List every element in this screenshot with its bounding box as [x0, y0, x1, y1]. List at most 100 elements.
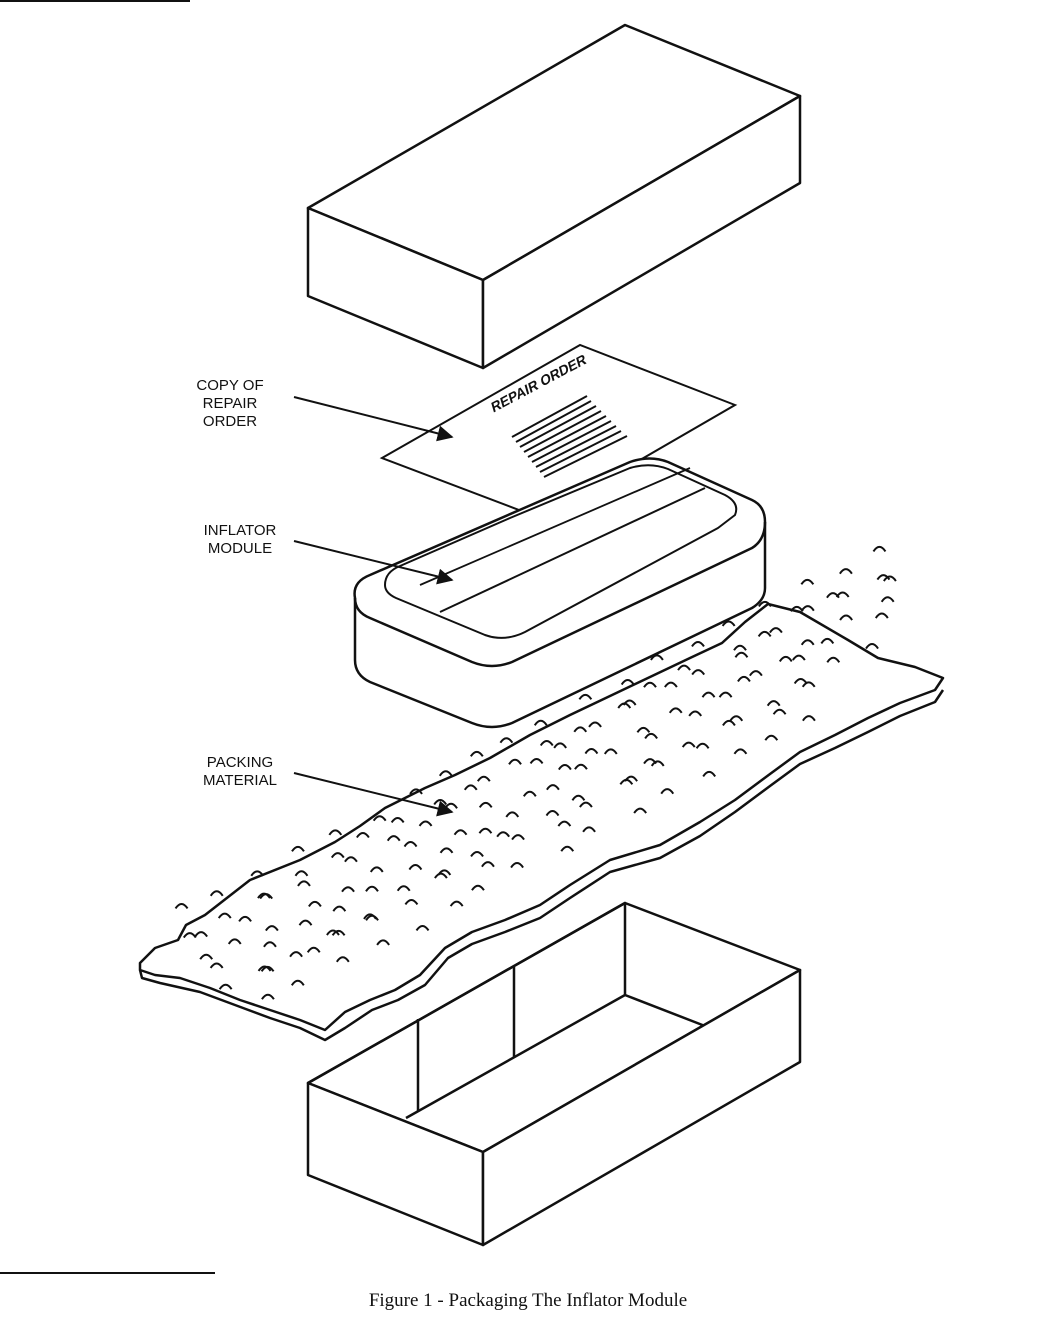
bubble [396, 885, 411, 892]
bubble [390, 816, 405, 824]
bubble [449, 900, 464, 907]
bubble [227, 938, 242, 945]
bubble [737, 675, 751, 682]
inflator-arrow [293, 540, 454, 585]
bubble [294, 870, 309, 877]
bubble [463, 784, 478, 791]
bubble [261, 993, 275, 1000]
bubble [664, 681, 678, 688]
bubble [874, 612, 889, 619]
bubble [553, 742, 567, 749]
bubble [496, 831, 510, 838]
bubble [778, 655, 793, 662]
bubble [328, 829, 343, 836]
bubble [668, 707, 683, 714]
packing-label-line: PACKING [206, 754, 274, 771]
bubble [839, 614, 853, 621]
bubble [766, 700, 781, 707]
bubble [403, 841, 418, 848]
repair-order-label: COPY OF REPAIR ORDER [180, 377, 280, 431]
bubble [326, 929, 340, 936]
bubble [199, 953, 214, 960]
packing-arrow [293, 772, 454, 817]
bubble [308, 900, 322, 907]
bubble [481, 861, 495, 868]
bubble [588, 721, 602, 728]
bubble [539, 740, 554, 747]
bubble [209, 962, 224, 969]
bubble [571, 794, 586, 801]
bubble [603, 748, 618, 755]
bubble [409, 788, 423, 795]
bubble [260, 965, 275, 972]
bubble [757, 630, 772, 637]
bubble [238, 915, 252, 922]
bubble [558, 764, 572, 771]
bubble [438, 770, 453, 777]
bubble [733, 748, 748, 755]
bubble [434, 872, 448, 879]
bubble [217, 912, 232, 919]
bubble [650, 760, 665, 767]
bubble [691, 669, 706, 676]
box-lid [306, 23, 802, 370]
bubble [880, 596, 895, 603]
bubble [478, 801, 493, 808]
bubble [792, 654, 806, 661]
bubble [644, 732, 658, 739]
bubble [471, 884, 485, 891]
bubble [681, 741, 696, 748]
bubble [865, 643, 879, 650]
repair-order-label-line: ORDER [202, 413, 258, 430]
bubble [660, 788, 675, 795]
bubble [469, 750, 484, 757]
bubble [356, 832, 370, 839]
bubble [306, 946, 321, 953]
bubble [835, 591, 850, 598]
bubble [772, 708, 787, 715]
bubble [365, 914, 379, 921]
bubble [545, 810, 560, 817]
bubble [764, 734, 779, 741]
bubble [560, 845, 575, 852]
bubble [800, 578, 815, 585]
bubble [876, 574, 891, 581]
bubble [677, 664, 691, 671]
bubble [749, 670, 763, 677]
bubble [718, 691, 733, 698]
bubble [573, 726, 588, 733]
bubble [341, 886, 355, 893]
bubble [758, 600, 772, 607]
repair-order-label-line: COPY OF [196, 377, 264, 394]
barcode [511, 395, 628, 478]
bubble [883, 575, 897, 582]
bubble [369, 866, 384, 873]
packing-material-label: PACKING MATERIAL [190, 754, 290, 790]
bubble [633, 807, 647, 814]
bubble [453, 829, 468, 836]
bubble [508, 758, 522, 765]
bubble [290, 979, 305, 986]
bubble [691, 640, 705, 648]
bubble [579, 801, 593, 808]
bubble [557, 820, 572, 827]
bubble [574, 763, 588, 770]
bubble [619, 778, 634, 785]
bubble [250, 870, 265, 877]
bubble [578, 693, 593, 700]
bubble [533, 719, 548, 726]
bubble [331, 929, 346, 936]
bottom-rule [0, 1272, 215, 1274]
bubble [297, 880, 311, 887]
bubble [511, 834, 525, 841]
bubble [263, 941, 277, 948]
bubble [505, 811, 520, 818]
inflator-label-line: MODULE [207, 540, 273, 557]
bubble [365, 885, 379, 892]
packing-material [138, 545, 945, 1042]
bubble [291, 845, 305, 852]
bubble [344, 856, 358, 863]
bubble [415, 924, 430, 932]
bubble [826, 656, 841, 663]
